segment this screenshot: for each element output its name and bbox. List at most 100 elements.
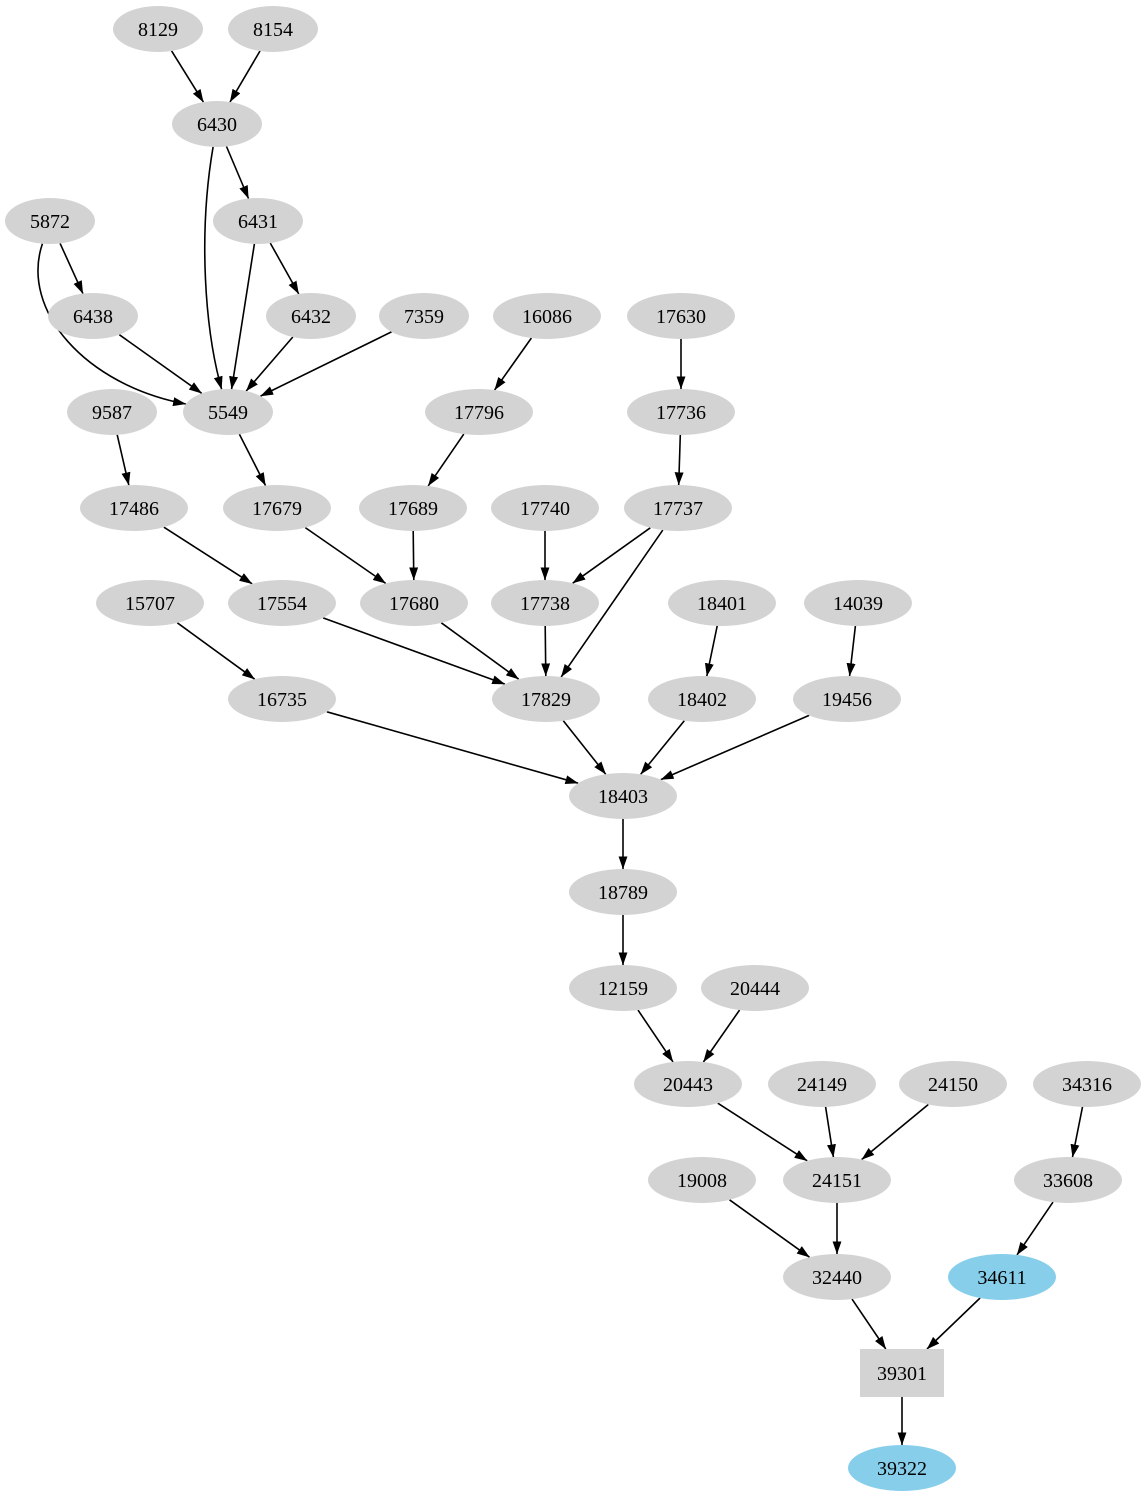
graph-node-label: 33608 [1043,1170,1093,1192]
graph-edge-14039-19456 [846,625,857,677]
graph-node-24150: 24150 [899,1061,1007,1107]
node-shape-ellipse [648,676,756,722]
node-shape-ellipse [5,198,95,244]
graph-edge-5549-17679 [238,433,267,486]
graph-edge-16735-18403 [326,711,579,785]
node-shape-ellipse [804,580,912,626]
graph-node-label: 6438 [73,306,113,328]
node-shape-ellipse [569,869,677,915]
graph-node-label: 17737 [653,498,703,520]
graph-edge-6438-5549 [118,334,203,394]
graph-node-label: 24150 [928,1074,978,1096]
graph-node-label: 17796 [454,402,504,424]
graph-node-39301: 39301 [860,1349,944,1397]
graph-node-label: 17740 [520,498,570,520]
node-shape-ellipse [360,580,468,626]
graph-node-33608: 33608 [1014,1157,1122,1203]
graph-edge-16086-17796 [493,337,533,391]
node-shape-ellipse [899,1061,1007,1107]
graph-node-19456: 19456 [793,676,901,722]
graph-edge-24150-24151 [861,1103,929,1161]
node-shape-ellipse [1014,1157,1122,1203]
graph-node-15707: 15707 [96,580,204,626]
node-shape-ellipse [627,389,735,435]
graph-edge-17679-17680 [304,526,387,585]
node-shape-box [860,1349,944,1397]
graph-node-label: 34316 [1062,1074,1112,1096]
node-shape-ellipse [80,485,188,531]
graph-node-label: 24151 [812,1170,862,1192]
graph-node-label: 17554 [257,593,307,615]
graph-node-label: 9587 [92,402,132,424]
graph-node-label: 17630 [656,306,706,328]
graph-edge-8154-6430 [229,50,261,103]
node-shape-ellipse [569,965,677,1011]
node-shape-ellipse [48,293,138,339]
node-shape-ellipse [668,580,776,626]
graph-node-17796: 17796 [425,389,533,435]
graph-node-17738: 17738 [491,580,599,626]
graph-node-label: 18401 [697,593,747,615]
graph-edge-19456-18403 [660,714,810,781]
graph-node-label: 8154 [253,19,293,41]
node-shape-ellipse [793,676,901,722]
graph-edge-7359-5549 [260,331,392,397]
graph-node-label: 5872 [30,211,70,233]
graph-node-16735: 16735 [228,676,336,722]
node-shape-ellipse [848,1445,956,1491]
graph-node-label: 6432 [291,306,331,328]
graph-edge-5872-6438 [59,243,84,294]
graph-edge-5872-5549 [37,243,187,407]
graph-node-24149: 24149 [768,1061,876,1107]
graph-node-label: 7359 [404,306,444,328]
node-shape-ellipse [648,1157,756,1203]
graph-edge-6431-6432 [269,242,300,295]
node-shape-ellipse [768,1061,876,1107]
graph-edge-15707-16735 [176,622,256,680]
graph-node-label: 32440 [812,1267,862,1289]
node-shape-ellipse [491,485,599,531]
graph-edge-17486-17554 [163,526,253,585]
graph-node-5549: 5549 [183,389,273,435]
graph-node-label: 20444 [730,978,780,1000]
graph-node-7359: 7359 [379,293,469,339]
graph-node-6438: 6438 [48,293,138,339]
graph-node-17737: 17737 [624,485,732,531]
graph-edge-17689-17680 [409,530,419,581]
graph-node-20444: 20444 [701,965,809,1011]
graph-node-label: 5549 [208,402,248,424]
node-shape-ellipse [379,293,469,339]
graph-node-label: 17689 [388,498,438,520]
graph-edge-9587-17486 [116,434,131,486]
node-shape-ellipse [634,1061,742,1107]
graph-edge-33608-34611 [1016,1201,1054,1256]
graph-node-6432: 6432 [266,293,356,339]
node-shape-ellipse [493,293,601,339]
graph-node-17680: 17680 [360,580,468,626]
graph-edge-17554-17829 [322,617,506,685]
graph-node-label: 17680 [389,593,439,615]
graph-edge-6431-5549 [229,243,256,390]
graph-node-label: 17679 [252,498,302,520]
node-shape-ellipse [359,485,467,531]
node-shape-ellipse [569,773,677,819]
graph-node-18401: 18401 [668,580,776,626]
graph-node-17829: 17829 [492,676,600,722]
node-shape-ellipse [266,293,356,339]
graph-edge-17737-17738 [572,527,651,584]
graph-node-label: 18402 [677,689,727,711]
graph-node-label: 8129 [138,19,178,41]
graph-edge-8129-6430 [170,50,205,103]
graph-node-17486: 17486 [80,485,188,531]
edge-layer [37,50,1084,1446]
graph-edge-20444-20443 [702,1009,741,1063]
graph-node-17740: 17740 [491,485,599,531]
graph-node-18789: 18789 [569,869,677,915]
graph-node-9587: 9587 [67,389,157,435]
graph-node-label: 14039 [833,593,883,615]
graph-node-34611: 34611 [948,1254,1056,1300]
graph-node-17554: 17554 [228,580,336,626]
node-shape-ellipse [228,676,336,722]
node-shape-ellipse [783,1157,891,1203]
